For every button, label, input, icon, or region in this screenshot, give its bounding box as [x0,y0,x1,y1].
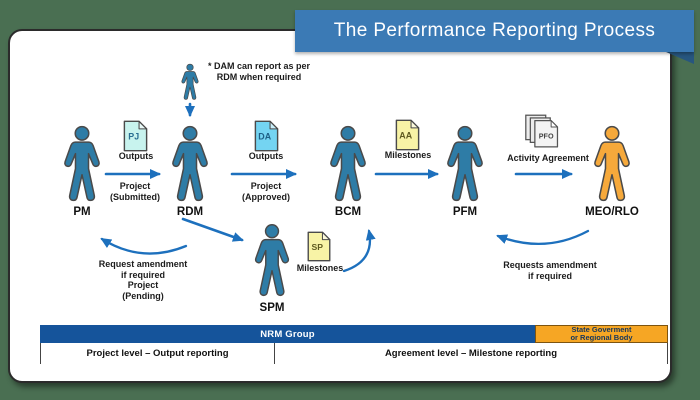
aa-doc-code: AA [399,131,412,141]
arrow-meo-to-pfm-curve [496,229,590,245]
flow-label-pm-rdm: Project (Submitted) [110,181,160,202]
sp-caption: Milestones [296,263,344,273]
aa-caption: Milestones [384,150,432,160]
flow-label-meo-pfm: Requests amendment if required [503,260,597,281]
rdm-figure-icon [167,123,213,205]
sp-document-icon: SP [306,231,332,262]
pfo-document-stack-icon: PFO [524,113,562,150]
pj-doc-code: PJ [128,132,139,142]
flow-label-rdm-pm: Request amendment if required Project (P… [98,259,188,301]
bcm-figure-icon [325,123,371,205]
da-document-icon: DA [253,120,280,152]
reporting-level-row: Project level – Output reporting Agreeme… [40,343,668,364]
meo-rlo-label: MEO/RLO [585,206,639,218]
da-doc-code: DA [258,132,271,142]
state-government-bar: State Goverment or Regional Body [535,325,668,343]
pj-document-icon: PJ [122,120,149,152]
flow-label-rdm-bcm: Project (Approved) [242,181,290,202]
da-caption: Outputs [248,151,284,161]
dam-note: * DAM can report as per RDM when require… [207,61,311,82]
bcm-label: BCM [334,206,362,218]
title-banner: The Performance Reporting Process [295,10,694,52]
pfo-doc-code: PFO [539,132,554,141]
spm-label: SPM [259,302,285,314]
pm-label: PM [73,206,91,218]
pfo-caption: Activity Agreement [507,153,589,163]
aa-document-icon: AA [394,119,421,151]
pfm-label: PFM [452,206,478,218]
nrm-group-label: NRM Group [260,328,315,340]
nrm-group-bar: NRM Group [40,325,535,343]
arrow-sp-to-bcm-curve [342,229,376,273]
arrow-rdm-to-spm [181,217,244,242]
pj-caption: Outputs [118,151,154,161]
arrow-rdm-to-pm-curve [100,237,188,255]
page-title: The Performance Reporting Process [333,20,656,41]
meo-rlo-figure-icon [589,123,635,205]
project-level-cell: Project level – Output reporting [40,343,275,364]
diagram-card [8,29,672,383]
sp-doc-code: SP [312,242,324,252]
spm-figure-icon [250,221,294,300]
pfm-figure-icon [442,123,488,205]
agreement-level-cell: Agreement level – Milestone reporting [275,343,668,364]
dam-figure-icon [179,62,201,102]
rdm-label: RDM [176,206,204,218]
